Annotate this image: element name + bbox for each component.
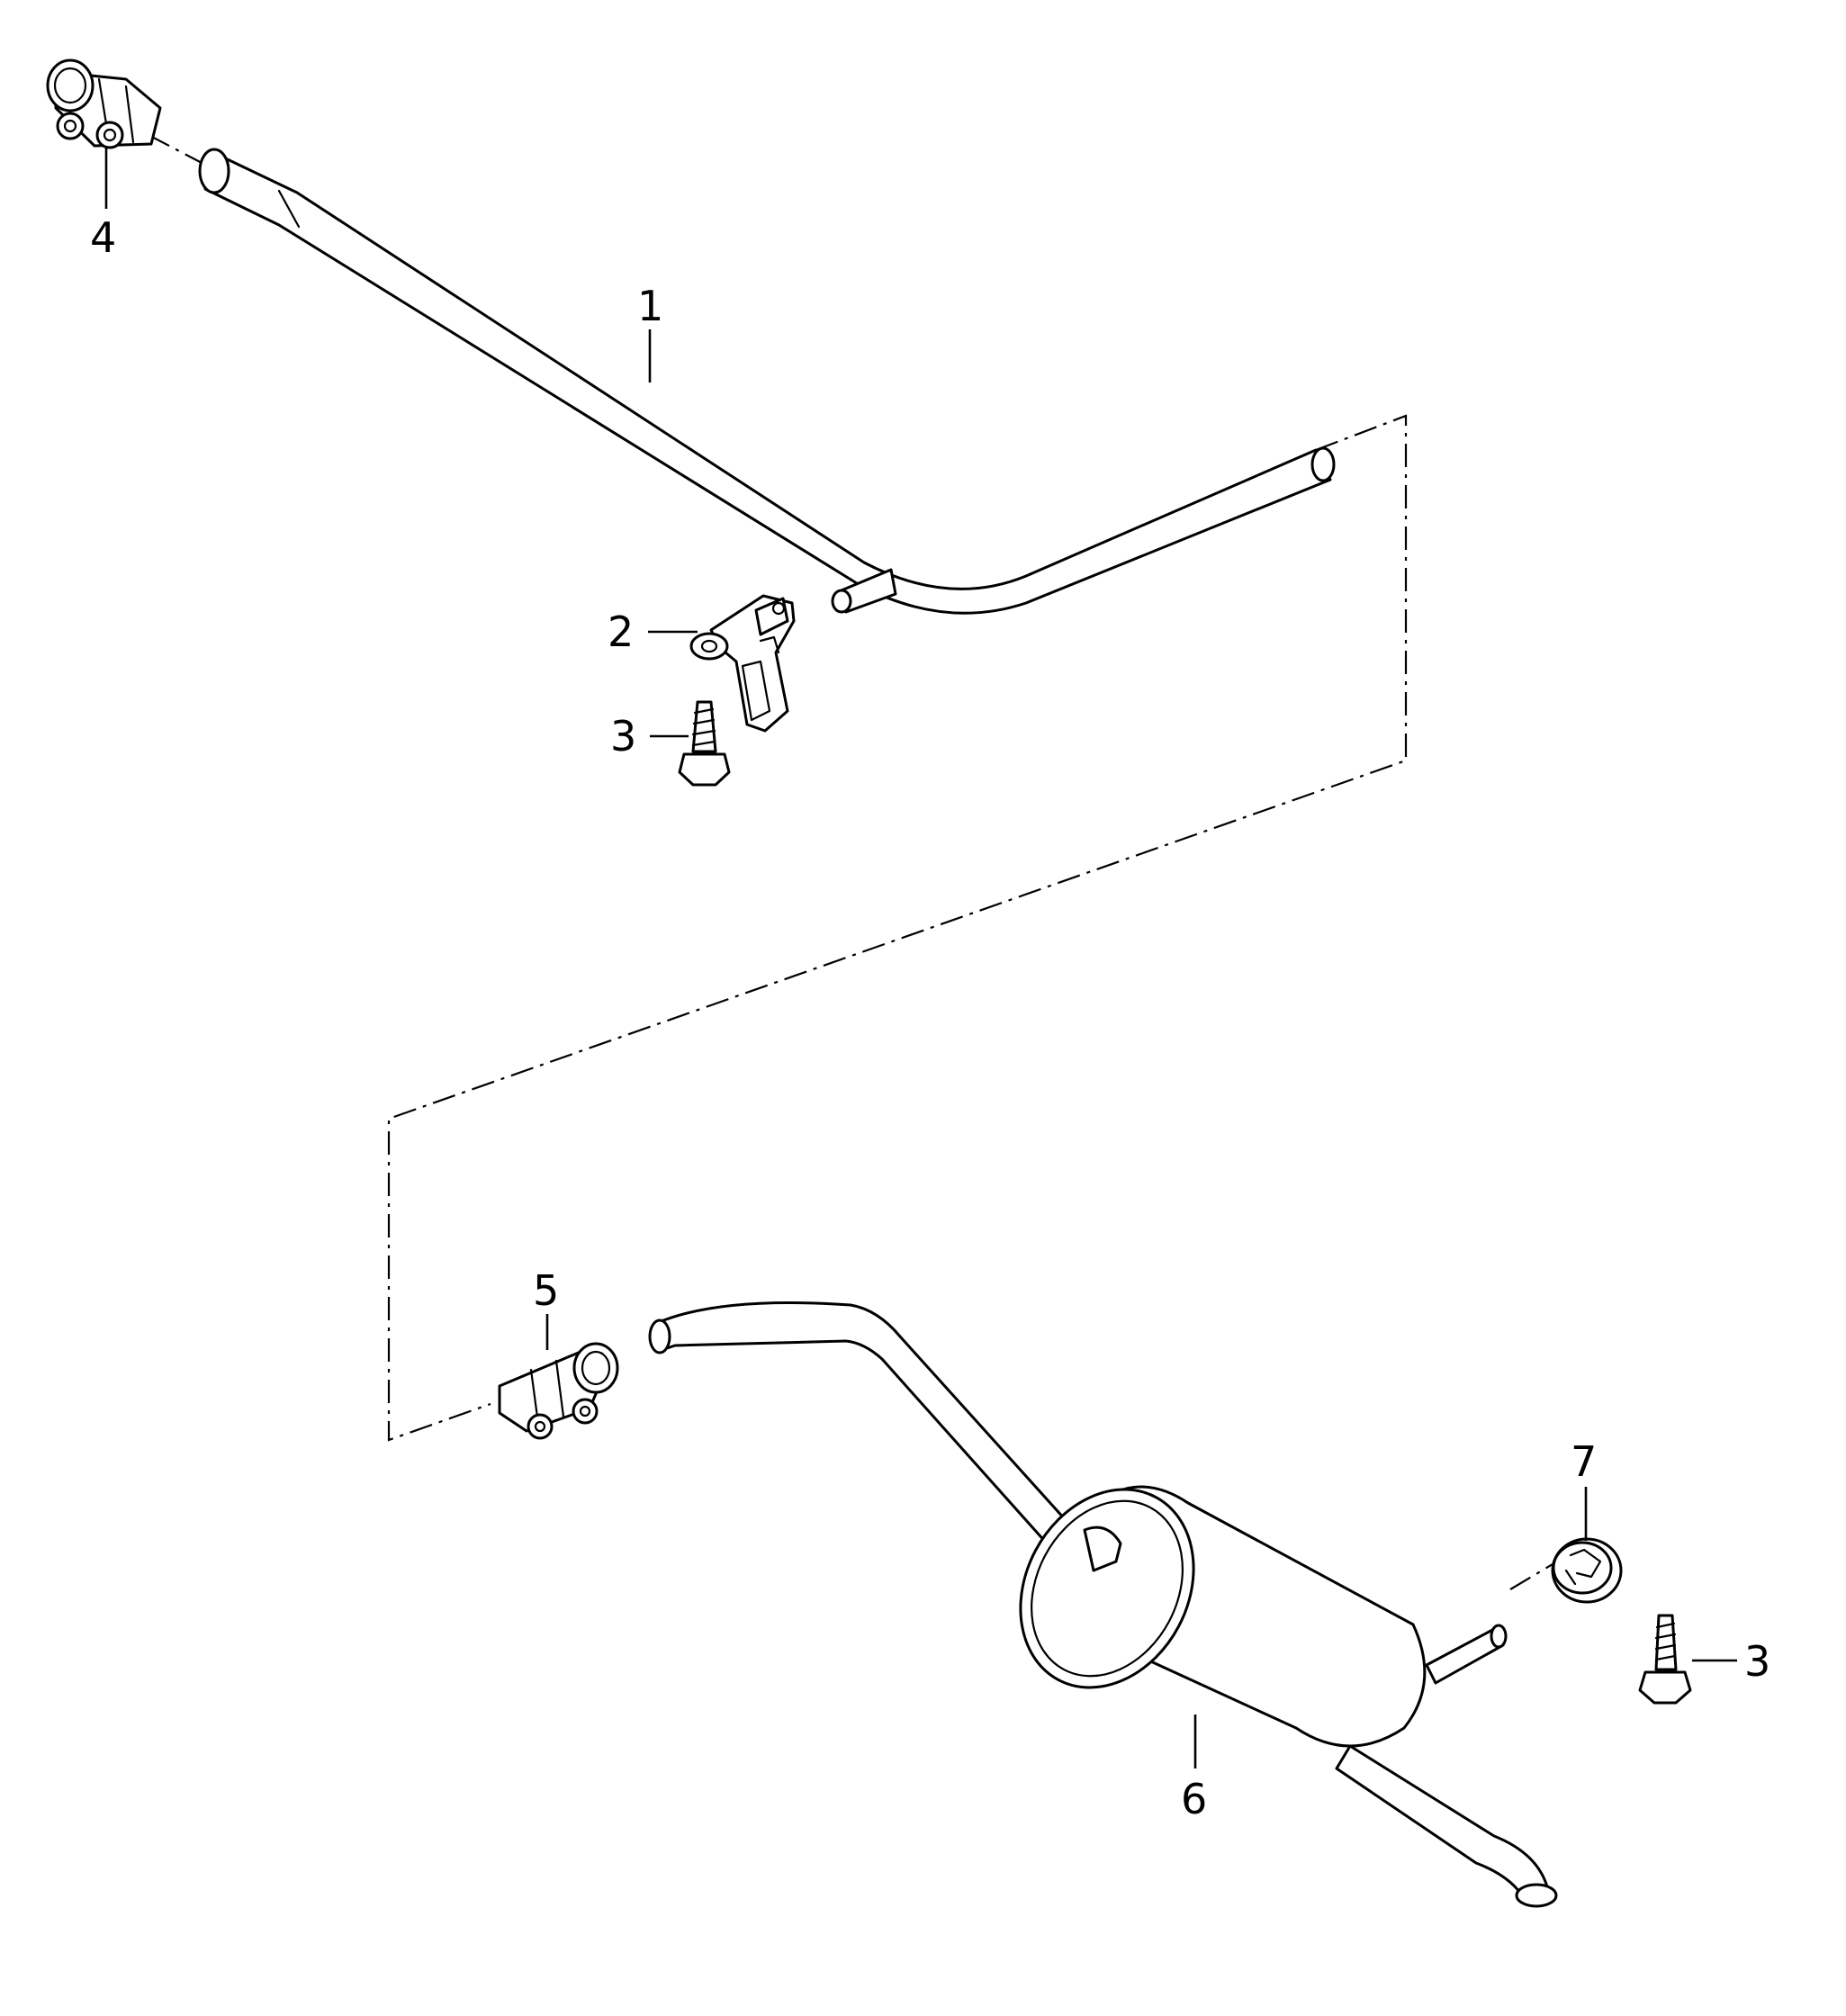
rear-muffler-part-6[interactable] — [648, 1301, 1558, 1908]
bolt-part-3-lower[interactable] — [1638, 1614, 1692, 1705]
assembly-connector-lines — [148, 134, 1578, 1590]
rubber-mount-part-7[interactable] — [1551, 1537, 1623, 1604]
callout-5: 5 — [533, 1266, 559, 1315]
callout-7: 7 — [1571, 1437, 1597, 1486]
callout-1: 1 — [637, 282, 663, 330]
callout-3-lower: 3 — [1744, 1637, 1770, 1686]
callout-2: 2 — [608, 608, 634, 656]
pipe-clamp-part-5[interactable] — [498, 1342, 619, 1440]
hanger-bracket-part-2[interactable] — [689, 594, 796, 733]
callout-3-upper: 3 — [610, 712, 636, 760]
callout-6: 6 — [1181, 1775, 1207, 1823]
pipe-clamp-part-4[interactable] — [46, 58, 162, 149]
bolt-part-3-upper[interactable] — [678, 700, 731, 787]
callout-4: 4 — [90, 213, 116, 262]
callout-leader-lines — [104, 146, 1737, 1768]
intermediate-pipe-part-1[interactable] — [198, 148, 1336, 615]
